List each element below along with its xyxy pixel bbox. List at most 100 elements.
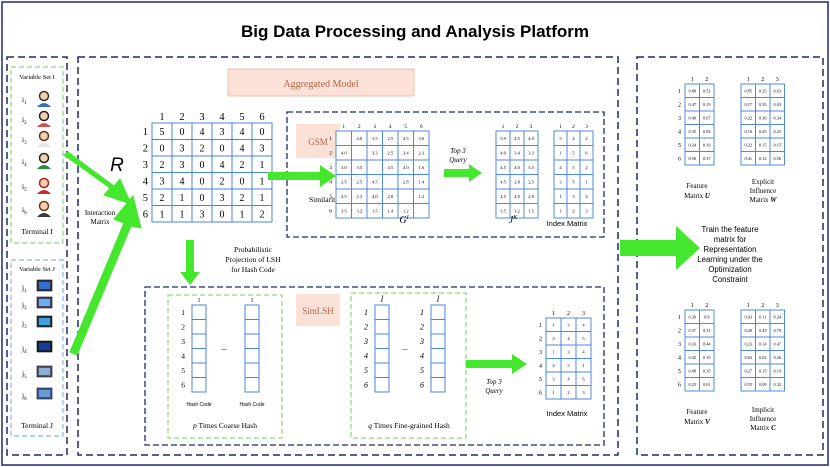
gsm-index-col-header: 2 xyxy=(572,124,575,130)
g-matrix-row-header: 2 xyxy=(329,151,332,157)
coarse-hash-1-row-header: 1 xyxy=(181,308,185,317)
probabilistic-label-2: Projection of LSH xyxy=(226,255,282,264)
gsm-badge-label: GSM xyxy=(308,137,328,147)
g-matrix-value: 4.5 xyxy=(372,179,378,184)
interaction-matrix-value: 1 xyxy=(260,193,265,204)
fine-hash-1-cell xyxy=(374,377,390,393)
influence-w-cell xyxy=(769,151,785,166)
terminal-panel xyxy=(6,56,68,456)
feature-u-value: 0.24 xyxy=(688,142,696,147)
influence-w-value: 0.03 xyxy=(773,102,781,107)
interaction-matrix-col-header: 1 xyxy=(159,112,164,123)
interaction-matrix-symbol: R xyxy=(110,155,124,176)
coarse-hash-code-label: Hash Code xyxy=(186,402,211,408)
fine-hash-1-cell xyxy=(374,348,390,364)
simlsh-index-value: 3 xyxy=(567,349,570,354)
terminal-i-arrow xyxy=(63,151,132,205)
to-training-arrow xyxy=(620,226,700,270)
feature-v-value: 0.30 xyxy=(688,314,696,319)
gsm-index-value: 1 xyxy=(559,150,561,155)
interaction-matrix-value: 0 xyxy=(220,209,225,220)
influence-w-col-header: 1 xyxy=(747,77,750,83)
interaction-matrix-value: 2 xyxy=(240,193,245,204)
influence-w-value: 0.41 xyxy=(744,156,752,161)
feature-v-row-header: 4 xyxy=(678,355,681,361)
fine-hash-2-cell xyxy=(430,304,446,320)
coarse-ellipsis: ... xyxy=(221,343,227,352)
influence-c-value: 0.28 xyxy=(744,328,752,333)
interaction-matrix-value: 3 xyxy=(200,209,205,220)
coarse-hash-1-row-header: 6 xyxy=(181,381,185,390)
model-panel xyxy=(77,56,619,456)
feature-u-value: 0.19 xyxy=(703,102,711,107)
influence-w-value: 0.30 xyxy=(759,115,767,120)
simlsh-index-value: 5 xyxy=(567,363,570,368)
interaction-matrix-col-header: 2 xyxy=(179,112,184,123)
g-matrix-col-header: 2 xyxy=(358,124,361,130)
feature-u-row-header: 6 xyxy=(678,156,681,162)
feature-u-row-header: 4 xyxy=(678,129,681,135)
j-matrix-value: 2.8 xyxy=(528,194,534,199)
g-matrix-value: 2.8 xyxy=(403,179,409,184)
terminal-j-arrow xyxy=(69,194,142,356)
interaction-matrix-value: 1 xyxy=(260,176,265,187)
gsm-index-value: 5 xyxy=(572,179,575,184)
g-matrix-col-header: 4 xyxy=(389,124,392,130)
coarse-hash-1-cell xyxy=(191,304,207,320)
probabilistic-label-3: for Hash Code xyxy=(231,265,275,274)
feature-v-row-header: 6 xyxy=(678,382,681,388)
feature-u-col-header: 1 xyxy=(691,77,694,83)
simlsh-badge xyxy=(296,294,340,326)
influence-w-value: 0.35 xyxy=(759,102,767,107)
fine-hash-2-cell xyxy=(430,362,446,378)
j-matrix-col-header: 1 xyxy=(502,124,505,130)
influence-c-value: 0.27 xyxy=(744,368,752,373)
interaction-matrix-row-header: 3 xyxy=(143,160,148,171)
g-matrix-value: 4.5 xyxy=(403,136,409,141)
influence-c-value: 0.15 xyxy=(759,368,767,373)
simlsh-index-cell xyxy=(575,385,592,400)
gsm-index-value: 2 xyxy=(572,208,574,213)
simlsh-index-value: 3 xyxy=(582,390,585,395)
interaction-matrix-label-1: Interaction xyxy=(85,209,116,217)
interaction-matrix-value: 2 xyxy=(160,193,165,204)
simlsh-top3-label-1: Top 3 xyxy=(486,378,502,386)
simlsh-index-row-header: 6 xyxy=(539,390,542,396)
simlsh-index-label: Index Matrix xyxy=(547,409,588,418)
influence-w-label-1: Explicit xyxy=(752,178,774,186)
influence-c-value: 0.24 xyxy=(773,314,781,319)
g-matrix-value: 1.4 xyxy=(418,179,424,184)
j-matrix-value: 4.0 xyxy=(500,150,506,155)
influence-c-label-3: Matrix C xyxy=(750,424,776,432)
simlsh-index-col-header: 1 xyxy=(552,311,555,317)
fine-hash-2-cell xyxy=(430,319,446,335)
gsm-index-value: 1 xyxy=(559,208,561,213)
interaction-matrix-row-header: 1 xyxy=(143,127,148,138)
train-text-line-2: matrix for xyxy=(714,235,747,244)
influence-c-value: 0.45 xyxy=(759,328,767,333)
interaction-matrix-value: 4 xyxy=(200,127,205,138)
gsm-index-value: 5 xyxy=(572,150,575,155)
coarse-hash-2-cell xyxy=(244,333,260,349)
fine-hash-2-row-header: 6 xyxy=(420,381,424,390)
interaction-matrix-value: 1 xyxy=(160,209,165,220)
train-text-line-6: Constraint xyxy=(712,275,748,284)
gsm-index-value: 4 xyxy=(559,165,562,170)
influence-c-value: 0.11 xyxy=(759,314,766,319)
gsm-top3-label-1: Top 3 xyxy=(450,147,466,155)
fine-hash-1-row-header: 5 xyxy=(364,366,368,375)
coarse-hash-2-cell xyxy=(244,377,260,393)
coarse-hash-1-header: 1 xyxy=(198,298,201,304)
feature-v-row-header: 1 xyxy=(678,315,681,321)
j-matrix-value: 3.5 xyxy=(500,208,506,213)
coarse-hash-code-label: Hash Code xyxy=(239,402,264,408)
g-matrix-value: 3.5 xyxy=(356,165,362,170)
g-matrix-value: 4.0 xyxy=(372,194,378,199)
interaction-matrix-value: 3 xyxy=(220,127,225,138)
simlsh-index-row-header: 2 xyxy=(539,336,542,342)
coarse-hash-label: p Times Coarse Hash xyxy=(192,421,257,430)
